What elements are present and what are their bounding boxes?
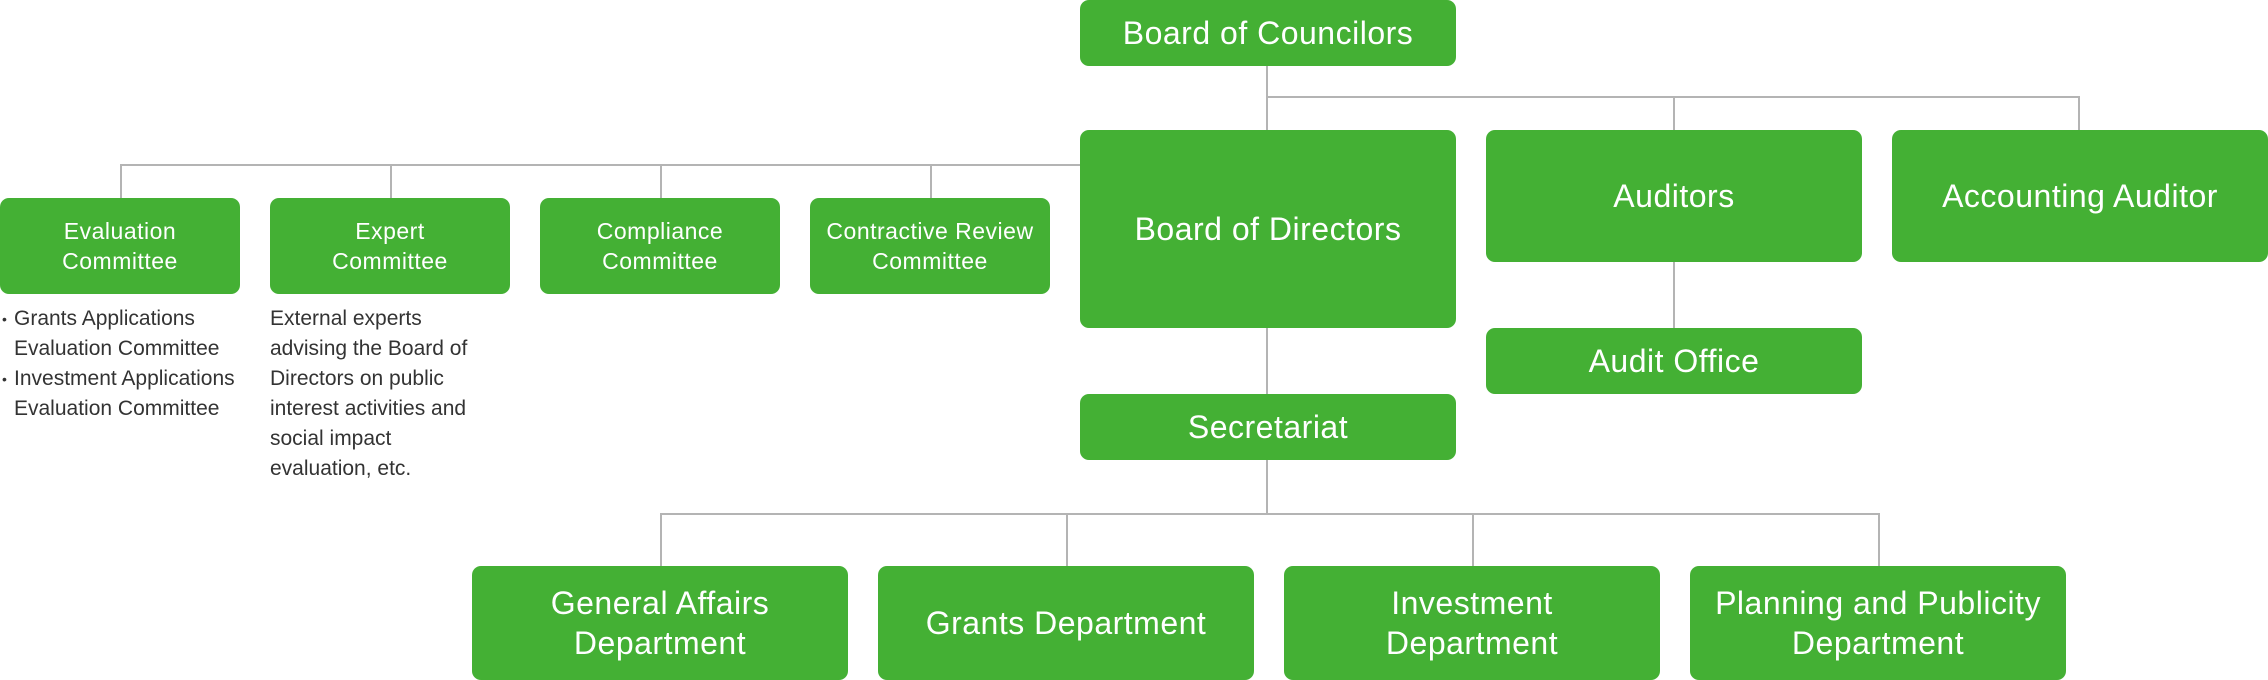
line-councilors-down	[1266, 66, 1268, 130]
line-accounting-up	[2078, 96, 2080, 130]
grants-department-box: Grants Department	[878, 566, 1254, 680]
line-grants-up	[1066, 513, 1068, 567]
auditors-label: Auditors	[1613, 178, 1735, 214]
expert-committee-box: Expert Committee	[270, 198, 510, 294]
secretariat-label: Secretariat	[1187, 409, 1349, 445]
line-planning-up	[1878, 513, 1880, 567]
audit-office-box: Audit Office	[1486, 328, 1862, 394]
compliance-committee-box: Compliance Committee	[540, 198, 780, 294]
grants-department-label: Grants Department	[925, 605, 1207, 641]
line-directors-to-secretariat	[1266, 328, 1268, 394]
evaluation-committee-label: Evaluation Committee	[62, 218, 178, 274]
line-compliance-up	[660, 164, 662, 198]
evaluation-committee-box: Evaluation Committee	[0, 198, 240, 294]
line-departments-horizontal	[660, 513, 1880, 515]
line-investment-up	[1472, 513, 1474, 567]
line-committees-horizontal	[120, 164, 1080, 166]
accounting-auditor-box: Accounting Auditor	[1892, 130, 2268, 262]
investment-department-label: Investment Department	[1385, 585, 1559, 661]
contractive-review-committee-box: Contractive Review Committee	[810, 198, 1050, 294]
compliance-committee-label: Compliance Committee	[596, 218, 724, 274]
general-affairs-department-label: General Affairs Department	[550, 585, 770, 661]
line-contractive-up	[930, 164, 932, 198]
auditors-box: Auditors	[1486, 130, 1862, 262]
audit-office-label: Audit Office	[1588, 343, 1760, 379]
line-auditors-to-office	[1673, 262, 1675, 328]
line-auditors-up	[1673, 96, 1675, 130]
evaluation-note-item: Grants Applications Evaluation Committee	[2, 304, 252, 364]
line-evaluation-up	[120, 164, 122, 198]
general-affairs-department-box: General Affairs Department	[472, 566, 848, 680]
investment-department-box: Investment Department	[1284, 566, 1660, 680]
board-of-directors-label: Board of Directors	[1134, 211, 1402, 247]
accounting-auditor-label: Accounting Auditor	[1942, 178, 2218, 214]
evaluation-notes-list: Grants Applications Evaluation Committee…	[2, 304, 252, 424]
planning-publicity-department-box: Planning and Publicity Department	[1690, 566, 2066, 680]
contractive-review-committee-label: Contractive Review Committee	[826, 218, 1034, 274]
line-secretariat-down	[1266, 460, 1268, 514]
planning-publicity-department-label: Planning and Publicity Department	[1715, 585, 2041, 661]
line-expert-up	[390, 164, 392, 198]
expert-committee-label: Expert Committee	[332, 218, 448, 274]
evaluation-note-item: Investment Applications Evaluation Commi…	[2, 364, 252, 424]
board-of-councilors-box: Board of Councilors	[1080, 0, 1456, 66]
expert-note: External experts advising the Board of D…	[270, 307, 468, 480]
secretariat-box: Secretariat	[1080, 394, 1456, 460]
board-of-directors-box: Board of Directors	[1080, 130, 1456, 328]
board-of-councilors-label: Board of Councilors	[1122, 15, 1414, 51]
line-general-affairs-up	[660, 513, 662, 567]
